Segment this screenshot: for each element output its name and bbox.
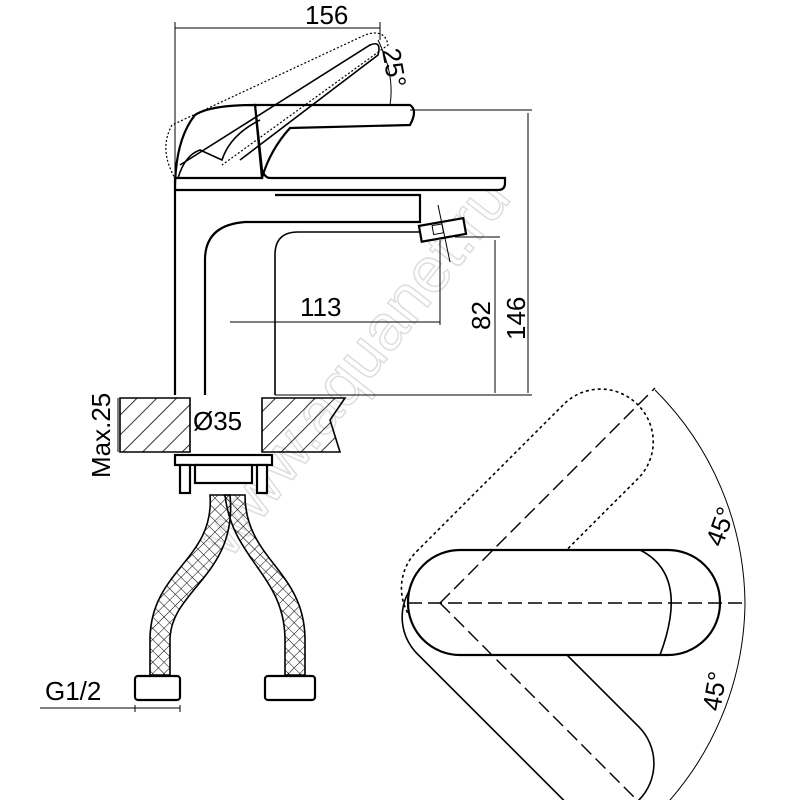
dim-45-lower: 45° xyxy=(696,669,732,713)
faucet-top-view: 45° 45° xyxy=(400,387,746,800)
faucet-side-view xyxy=(165,32,507,395)
dimension-width: 156 25° xyxy=(174,0,412,180)
dim-146: 146 xyxy=(501,297,531,340)
dim-156: 156 xyxy=(305,0,348,30)
mounting-nut xyxy=(173,453,274,495)
dim-max-25: Max.25 xyxy=(86,393,116,478)
dim-hole-diameter: Ø35 xyxy=(193,406,242,436)
dimension-reach: 113 xyxy=(230,240,441,325)
dim-82: 82 xyxy=(466,301,496,330)
dimension-heights: 82 146 xyxy=(275,109,532,396)
dim-25-deg: 25° xyxy=(376,46,412,90)
dim-g12: G1/2 xyxy=(45,676,101,706)
countertop-section: Ø35 Max.25 xyxy=(86,393,347,478)
supply-hoses: G1/2 xyxy=(40,494,317,712)
dim-45-upper: 45° xyxy=(699,503,741,550)
dim-113: 113 xyxy=(300,292,341,322)
